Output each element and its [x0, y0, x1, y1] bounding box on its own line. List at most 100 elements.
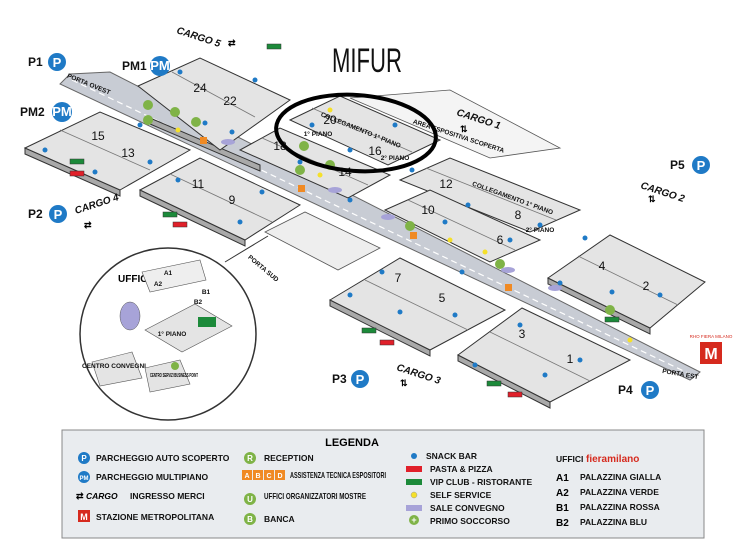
svg-text:D: D — [277, 473, 282, 480]
svg-text:B: B — [247, 515, 253, 524]
hall-5-7-block[interactable]: 7 5 — [328, 257, 507, 357]
legend-palazzina-verde: PALAZZINA VERDE — [580, 487, 659, 497]
hall-8-12-block[interactable]: 12 8 COLLEGAMENTO 1° PIANO 2° PIANO — [398, 157, 582, 234]
parking-p3[interactable]: P3 P — [332, 370, 369, 388]
offices-floor-label: 1° PIANO — [158, 330, 187, 338]
hall-22-label: 22 — [223, 94, 237, 108]
hall-16-label: 16 — [368, 144, 382, 158]
legend-palazzina-gialla: PALAZZINA GIALLA — [580, 472, 661, 482]
svg-text:P1: P1 — [28, 55, 43, 69]
legend-palazzina-rossa: PALAZZINA ROSSA — [580, 502, 660, 512]
office-b2: B2 — [194, 299, 203, 306]
legend-ingresso-merci: INGRESSO MERCI — [130, 491, 205, 501]
legend-reception: RECEPTION — [264, 453, 314, 463]
hall-8-label: 8 — [515, 208, 522, 222]
cargo-5: CARGO 5 ⇄ — [175, 25, 236, 50]
sale-convegno-markers — [221, 139, 562, 291]
hall-10-label: 10 — [421, 203, 435, 217]
parking-pm1[interactable]: PM1 PM — [122, 56, 170, 76]
svg-text:A1: A1 — [556, 473, 569, 484]
hall-16-floor-label: 2° PIANO — [381, 154, 410, 162]
svg-text:⇅: ⇅ — [400, 378, 408, 388]
cargo-4: CARGO 4 ⇄ — [74, 192, 121, 230]
legend-uffici-organizzatori: UFFICI ORGANIZZATORI MOSTRE — [264, 491, 366, 501]
mifur-logo-text: MIFUR — [332, 42, 402, 80]
svg-text:P: P — [81, 454, 87, 463]
svg-text:P: P — [646, 383, 655, 398]
parking-p5[interactable]: P5 P — [670, 156, 710, 174]
legend-sale-convegno: SALE CONVEGNO — [430, 503, 505, 513]
svg-text:⇄: ⇄ — [228, 38, 236, 48]
svg-text:C: C — [266, 473, 271, 480]
metro-caption: RHO FIERA MILANO — [690, 334, 733, 339]
metro-letter: M — [704, 346, 717, 363]
legend-panel: LEGENDA P PARCHEGGIO AUTO SCOPERTO PM PA… — [61, 429, 705, 539]
svg-text:A2: A2 — [556, 488, 569, 499]
svg-text:CARGO 4: CARGO 4 — [74, 192, 121, 217]
hall-20-label: 20 — [323, 113, 337, 127]
parking-p4[interactable]: P4 P — [618, 381, 659, 399]
parking-pm2[interactable]: PM2 PM — [20, 102, 72, 122]
centro-convegni: CENTRO CONVEGNI — [82, 363, 146, 370]
svg-text:CARGO 5: CARGO 5 — [175, 25, 222, 50]
legend-cargo-icon: ⇄ — [76, 491, 84, 501]
cargo-2: CARGO 2 ⇅ — [639, 180, 686, 205]
self-service-markers — [175, 107, 633, 343]
svg-text:B: B — [255, 473, 260, 480]
hall-1-3-block[interactable]: 3 1 — [457, 307, 632, 409]
svg-text:R: R — [247, 454, 253, 463]
legend-title: LEGENDA — [325, 437, 379, 449]
hall-12-label: 12 — [439, 177, 453, 191]
svg-text:P4: P4 — [618, 383, 633, 397]
hall-2-4-block[interactable]: 4 2 — [547, 234, 706, 335]
parking-p1[interactable]: P1 P — [28, 53, 66, 71]
highlight-ellipse — [274, 92, 438, 174]
legend-assistenza: ASSISTENZA TECNICA ESPOSITORI — [290, 470, 386, 480]
svg-text:B1: B1 — [556, 503, 569, 514]
restaurant-bars — [69, 43, 620, 398]
parking-p2[interactable]: P2 P — [28, 205, 67, 223]
centro-servizi: CENTRO SERVIZI BUSINESS POINT — [150, 373, 198, 379]
hall-11-label: 11 — [192, 177, 205, 191]
hall-5-label: 5 — [439, 291, 446, 305]
legend-pasta-pizza: PASTA & PIZZA — [430, 464, 493, 474]
svg-text:P5: P5 — [670, 158, 685, 172]
svg-text:PM2: PM2 — [20, 105, 45, 119]
porta-sud-label: PORTA SUD — [246, 254, 280, 284]
legend-banca: BANCA — [264, 514, 295, 524]
porta-sud-building[interactable] — [264, 211, 381, 271]
metro-station-sign[interactable]: M RHO FIERA MILANO — [690, 334, 733, 364]
svg-text:CARGO: CARGO — [86, 491, 118, 501]
hall-20-floor-label: 1° PIANO — [304, 130, 333, 138]
svg-text:⇄: ⇄ — [84, 220, 92, 230]
hall-24-label: 24 — [193, 81, 207, 95]
hall-7-label: 7 — [395, 271, 402, 285]
legend-self-service: SELF SERVICE — [430, 490, 492, 500]
hall-13-label: 13 — [121, 146, 135, 160]
legend-primo-soccorso: PRIMO SOCCORSO — [430, 516, 510, 526]
svg-text:+: + — [411, 515, 416, 525]
svg-text:⇅: ⇅ — [648, 194, 656, 204]
legend-uffici-label: UFFICI — [556, 454, 583, 464]
hall-1-label: 1 — [567, 352, 574, 366]
svg-text:A: A — [244, 473, 249, 480]
svg-text:P: P — [54, 207, 63, 222]
hall-8-floor-label: 2° PIANO — [526, 226, 555, 234]
hall-6-10-block[interactable]: 10 6 — [383, 189, 542, 263]
svg-text:P: P — [53, 55, 62, 70]
svg-text:P: P — [697, 158, 706, 173]
area-espositiva-scoperta[interactable] — [349, 89, 562, 159]
svg-text:P2: P2 — [28, 207, 43, 221]
offices-title: UFFICI — [118, 274, 150, 285]
svg-text:B2: B2 — [556, 518, 569, 529]
svg-text:P3: P3 — [332, 372, 347, 386]
snack-bar-dots — [42, 69, 663, 378]
legend-parcheggio-multipiano: PARCHEGGIO MULTIPIANO — [96, 472, 208, 482]
offices-inset[interactable]: UFFICI A1 A2 B1 B2 1° PIANO CENTRO CONVE… — [79, 235, 269, 421]
legend-stazione-metro: STAZIONE METROPOLITANA — [96, 512, 214, 522]
legend-vip-club: VIP CLUB - RISTORANTE — [430, 477, 532, 487]
svg-text:CARGO 2: CARGO 2 — [639, 180, 686, 205]
reception-markers — [143, 100, 615, 315]
office-b1: B1 — [202, 289, 211, 296]
